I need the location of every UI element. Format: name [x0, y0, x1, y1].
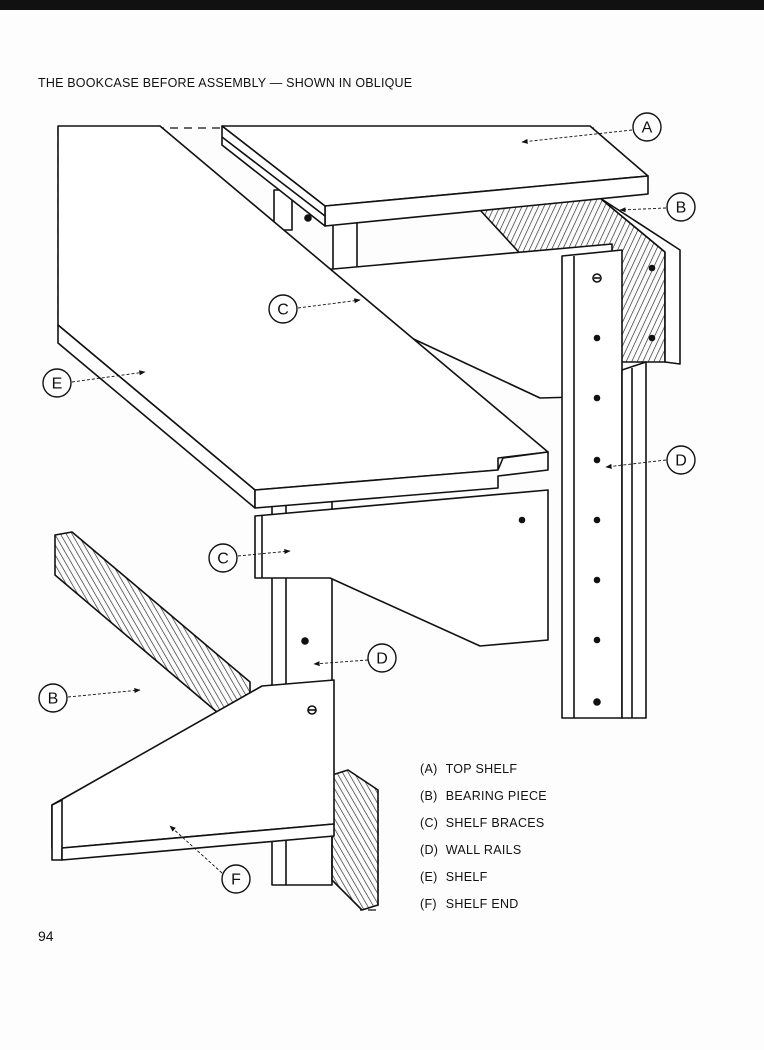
legend-key: (E): [420, 870, 438, 884]
legend-item: (F) SHELF END: [420, 897, 547, 924]
callout-f-letter: F: [231, 872, 241, 889]
legend-label: SHELF BRACES: [445, 816, 545, 830]
legend-key: (B): [420, 789, 438, 803]
callout-c-upper-letter: C: [277, 302, 289, 319]
legend-key: (A): [420, 762, 438, 776]
callout-c-upper: [268, 294, 298, 324]
shelf-main: [57, 125, 549, 509]
shelf-end: [51, 679, 335, 861]
legend-label: BEARING PIECE: [445, 789, 547, 803]
legend-item: (B) BEARING PIECE: [420, 789, 547, 816]
callout-b-lower: [38, 683, 68, 713]
callout-f: [221, 864, 251, 894]
legend-key: (F): [420, 897, 437, 911]
callout-e-letter: E: [52, 376, 63, 393]
callout-b-upper-letter: B: [676, 200, 687, 217]
rail-stub-lower: [331, 769, 379, 911]
parts-legend: (A) TOP SHELF (B) BEARING PIECE (C) SHEL…: [420, 762, 547, 924]
callout-d-right: [666, 445, 696, 475]
legend-item: (D) WALL RAILS: [420, 843, 547, 870]
legend-label: TOP SHELF: [445, 762, 518, 776]
legend-label: SHELF END: [445, 897, 519, 911]
wall-rail-right: [561, 249, 647, 719]
callout-d-lower-letter: D: [376, 651, 388, 668]
page-number: 94: [38, 928, 54, 944]
callout-d-right-letter: D: [675, 453, 687, 470]
figure-caption: THE BOOKCASE BEFORE ASSEMBLY — SHOWN IN …: [38, 76, 413, 90]
callout-a-letter: A: [642, 120, 653, 137]
shelf-brace-lower: [254, 489, 549, 647]
page-top-edge: [0, 0, 764, 10]
callout-b-upper: [666, 192, 696, 222]
legend-label: SHELF: [445, 870, 488, 884]
callout-b-lower-letter: B: [48, 691, 59, 708]
callout-e: [42, 368, 72, 398]
callout-d-lower: [367, 643, 397, 673]
callout-c-lower: [208, 543, 238, 573]
callout-a: [632, 112, 662, 142]
legend-item: (E) SHELF: [420, 870, 547, 897]
leader-lines: [67, 129, 667, 874]
legend-item: (C) SHELF BRACES: [420, 816, 547, 843]
legend-key: (C): [420, 816, 439, 830]
top-shelf: [221, 125, 649, 227]
upper-rails: [273, 189, 358, 271]
callouts: [38, 112, 696, 894]
legend-key: (D): [420, 843, 439, 857]
callout-c-lower-letter: C: [217, 551, 229, 568]
legend-label: WALL RAILS: [445, 843, 522, 857]
legend-item: (A) TOP SHELF: [420, 762, 547, 789]
